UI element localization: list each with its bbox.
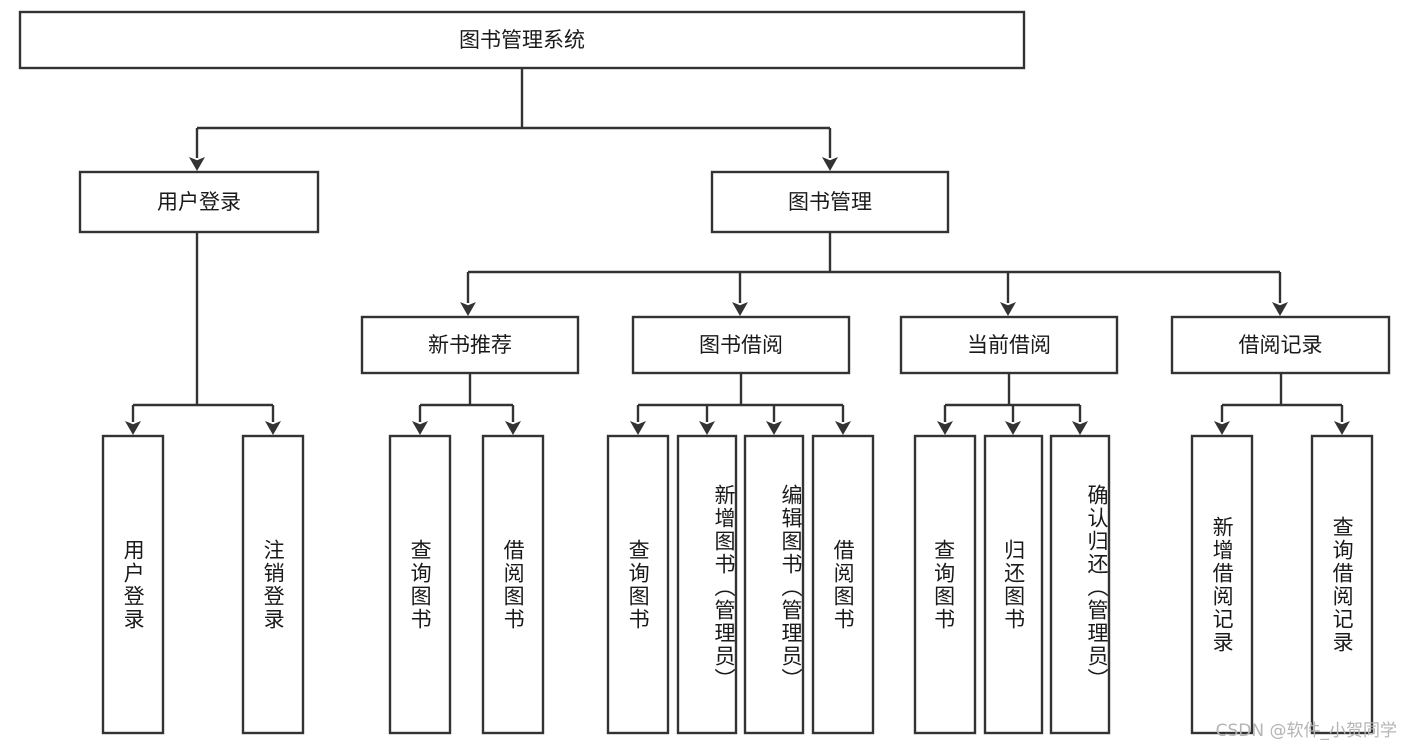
node-box-leaf-borrow-book-new[interactable] (481, 434, 545, 735)
connector-currentborrow-to-leaves (937, 373, 1088, 435)
connector-borrowrecord-to-leaves (1214, 373, 1350, 435)
node-box-leaf-user-login[interactable] (101, 434, 165, 735)
connector-root-to-level2 (189, 68, 838, 171)
node-box-user-login[interactable] (78, 170, 320, 234)
node-box-borrow-record[interactable] (1170, 315, 1391, 375)
connector-bookmanage-to-level3 (460, 232, 1288, 316)
node-box-leaf-add-record[interactable] (1190, 434, 1254, 735)
connector-userlogin-to-leaves (125, 232, 281, 435)
node-box-new-book-recommend[interactable] (360, 315, 580, 375)
node-box-book-manage[interactable] (710, 170, 950, 234)
node-box-leaf-query-book-borrow[interactable] (606, 434, 670, 735)
node-box-leaf-logout[interactable] (241, 434, 305, 735)
node-box-leaf-confirm-return[interactable] (1049, 434, 1111, 735)
node-box-leaf-query-book-new[interactable] (388, 434, 452, 735)
node-box-leaf-query-book-current[interactable] (913, 434, 977, 735)
connector-bookborrow-to-leaves (630, 373, 851, 435)
node-box-leaf-edit-book[interactable] (743, 434, 805, 735)
node-box-leaf-query-record[interactable] (1310, 434, 1374, 735)
node-box-current-borrow[interactable] (899, 315, 1119, 375)
node-box-root[interactable] (18, 10, 1026, 70)
node-box-leaf-borrow-book[interactable] (811, 434, 875, 735)
connector-newbook-to-leaves (412, 373, 521, 435)
node-box-book-borrow[interactable] (631, 315, 851, 375)
node-box-leaf-return-book[interactable] (983, 434, 1044, 735)
node-box-leaf-add-book[interactable] (676, 434, 738, 735)
